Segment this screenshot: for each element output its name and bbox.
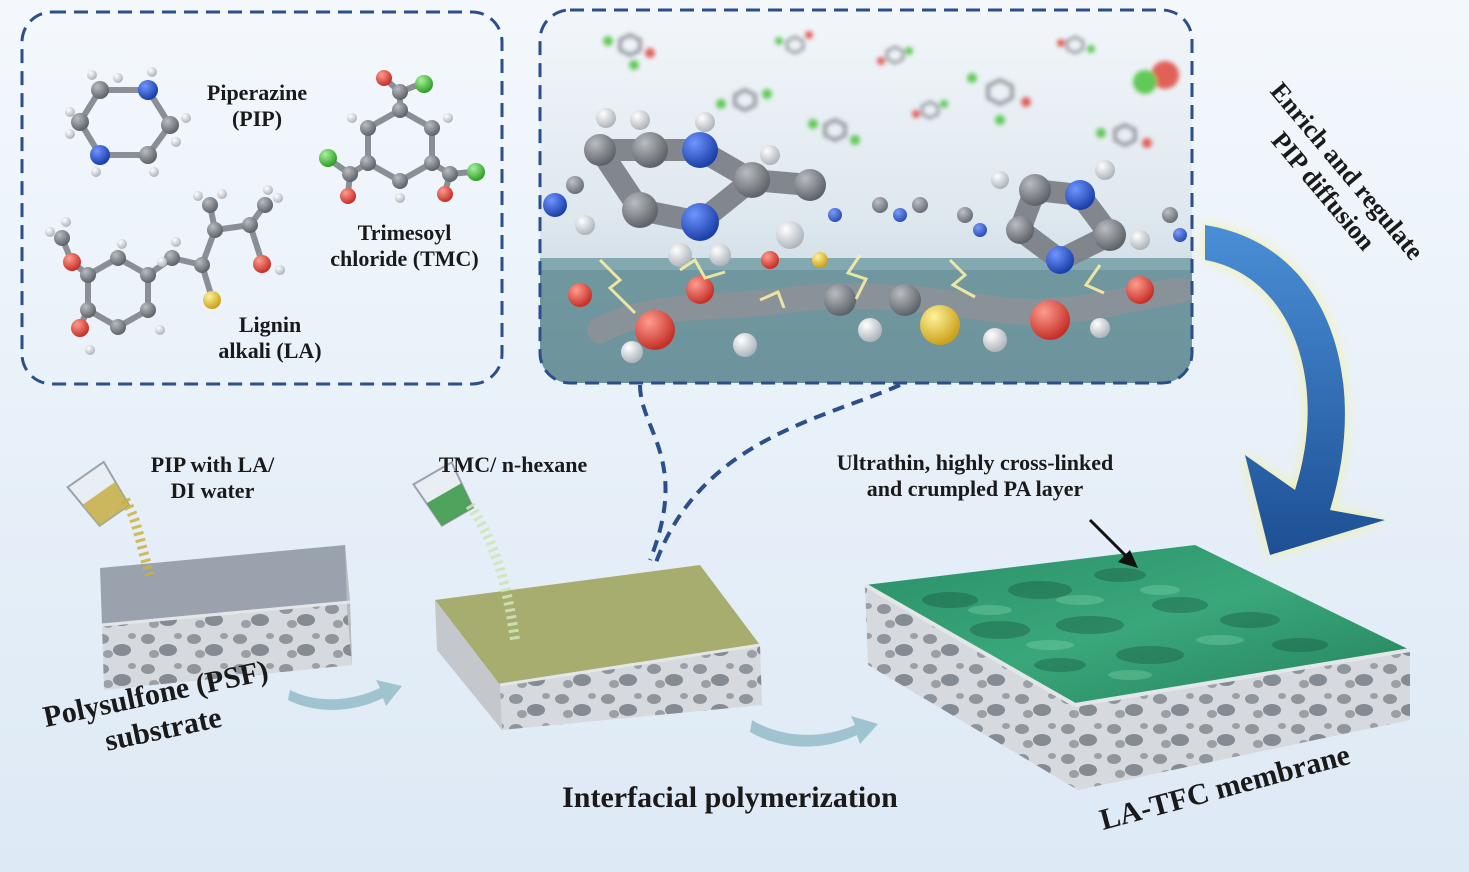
process-arrow-icon-2	[750, 716, 878, 747]
lignin-surface-chain	[568, 251, 1192, 363]
tmc-abbr: chloride (TMC)	[330, 246, 479, 272]
piperazine-molecule-icon	[65, 67, 191, 177]
tmc-solution-label: TMC/ n-hexane	[438, 452, 588, 477]
pip-solution-line1: PIP with LA/	[150, 452, 275, 477]
la-name: Lignin	[238, 312, 302, 337]
tmc-beaker-icon	[412, 460, 520, 641]
pip-label: Piperazine (PIP)	[192, 80, 322, 133]
pip-solution-label: PIP with LA/ DI water	[125, 452, 300, 505]
legend-dashed-border	[20, 10, 504, 386]
pip-interface-molecules	[543, 108, 1187, 274]
interface-zoom-panel	[538, 8, 1194, 385]
tmc-label: Trimesoyl chloride (TMC)	[312, 220, 497, 273]
zoom-connector-lines	[638, 383, 901, 566]
la-label: Lignin alkali (LA)	[200, 312, 340, 365]
pip-solution-line2: DI water	[170, 478, 255, 504]
molecule-legend-panel	[20, 10, 504, 386]
process-arrow-icon-1	[288, 680, 402, 710]
floating-tmc-molecules	[603, 31, 1179, 148]
pip-abbr: (PIP)	[231, 106, 283, 132]
pa-layer-line1: Ultrathin, highly cross-linked	[836, 450, 1114, 475]
tmc-name: Trimesoyl	[357, 220, 452, 245]
pa-layer-label: Ultrathin, highly cross-linked and crump…	[780, 450, 1170, 503]
pa-layer-pointer-arrow-icon	[1088, 518, 1138, 568]
la-abbr: alkali (LA)	[218, 338, 322, 364]
tmc-molecule-icon	[319, 70, 485, 204]
pa-layer-line2: and crumpled PA layer	[866, 476, 1084, 502]
enrich-regulate-arrow-icon	[1205, 225, 1385, 555]
la-tfc-membrane-block	[864, 545, 1411, 790]
interaction-sparks	[598, 254, 1105, 315]
pip-name: Piperazine	[206, 80, 308, 105]
lignin-alkali-molecule-icon	[45, 185, 285, 355]
pip-beaker-icon	[66, 460, 155, 577]
psf-substrate-block	[100, 545, 352, 690]
process-label: Interfacial polymerization	[562, 781, 898, 814]
zoom-dashed-border	[538, 8, 1194, 385]
ip-membrane-block	[435, 565, 762, 730]
